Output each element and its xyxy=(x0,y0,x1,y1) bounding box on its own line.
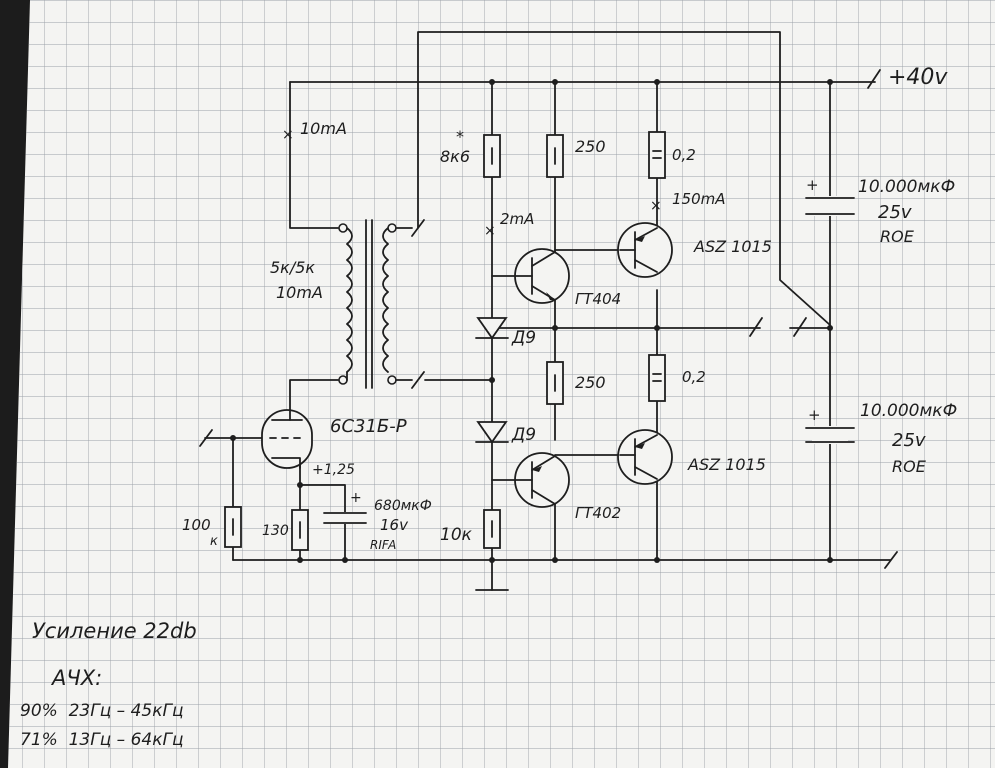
current-marks: × × × xyxy=(282,127,662,239)
freq-response-title: АЧХ: xyxy=(50,666,102,690)
diode-d9-bottom xyxy=(475,421,509,444)
freq-row-71: 71% 13Гц – 64кГц xyxy=(20,730,184,750)
cap-bot-type: ROE xyxy=(892,457,927,476)
r-130-label: 130 xyxy=(262,523,289,539)
cathode-voltage: +1,25 xyxy=(312,462,355,478)
resistor-0-2-top xyxy=(648,131,666,179)
r-250-bottom-label: 250 xyxy=(575,373,606,392)
capacitor-cathode-680uf xyxy=(323,512,367,524)
transistor-asz1015-top xyxy=(617,222,673,278)
current-10ma-top: 10mA xyxy=(300,119,347,138)
r-8k6-label: 8к6 xyxy=(440,147,470,166)
cap-cathode-voltage: 16v xyxy=(380,516,409,534)
freq-row-90: 90% 23Гц – 45кГц xyxy=(20,701,184,721)
component-labels: +40v * 8к6 10mA 2mA 250 0,2 150mA + 10.0… xyxy=(182,65,957,552)
resistor-130 xyxy=(291,509,309,551)
transistor-gt404 xyxy=(491,248,570,304)
r-8k6-mark: * xyxy=(456,127,464,146)
cap-bot-voltage: 25v xyxy=(892,430,926,451)
trafo-current: 10mA xyxy=(276,283,323,302)
trafo-ratio: 5к/5к xyxy=(270,258,315,277)
q-drv-top-label: ГТ404 xyxy=(575,290,621,308)
resistor-0-2-bottom xyxy=(648,354,666,402)
cap-cathode-type: RIFA xyxy=(370,538,396,552)
resistor-250-bottom xyxy=(546,361,564,405)
terminals xyxy=(199,69,898,569)
cap-cathode-plus: + xyxy=(350,490,362,506)
q-out-bottom-label: ASZ 1015 xyxy=(687,455,766,474)
r-02-bottom-label: 0,2 xyxy=(682,368,706,386)
tube-label: 6С31Б-Р xyxy=(330,416,407,437)
svg-text:×: × xyxy=(282,127,294,143)
capacitor-top-10000uf xyxy=(805,196,855,216)
svg-text:×: × xyxy=(650,198,662,214)
q-drv-bottom-label: ГТ402 xyxy=(575,504,621,522)
diode-2-label: Д9 xyxy=(511,425,536,445)
cap-top-value: 10.000мкФ xyxy=(858,177,955,197)
q-out-top-label: ASZ 1015 xyxy=(693,237,772,256)
junction-dots xyxy=(230,79,833,563)
cap-top-voltage: 25v xyxy=(878,202,912,223)
paper xyxy=(8,0,995,768)
r-02-top-label: 0,2 xyxy=(672,146,696,164)
gain-note: Усиление 22db xyxy=(32,619,197,643)
r-100k-value: 100 xyxy=(182,516,211,534)
current-150ma: 150mA xyxy=(672,190,726,208)
capacitor-bottom-10000uf xyxy=(805,426,855,444)
cap-bot-plus: + xyxy=(808,406,821,424)
svg-text:×: × xyxy=(484,223,496,239)
tube-6s31b xyxy=(261,409,313,469)
r-250-top-label: 250 xyxy=(575,137,606,156)
cap-bot-value: 10.000мкФ xyxy=(860,401,957,421)
r-100k-unit: к xyxy=(210,534,218,549)
current-2ma: 2mA xyxy=(500,210,534,228)
diode-d9-top xyxy=(475,317,509,340)
resistor-250-top xyxy=(546,134,564,178)
resistor-10k xyxy=(483,509,501,549)
cap-top-plus: + xyxy=(806,176,819,194)
resistor-8k6 xyxy=(483,134,501,178)
transistor-asz1015-bottom xyxy=(617,429,673,485)
cap-top-type: ROE xyxy=(880,227,915,246)
output-transformer xyxy=(338,219,413,389)
handwritten-notes: Усиление 22db АЧХ: 90% 23Гц – 45кГц 71% … xyxy=(20,619,197,750)
transistor-gt402 xyxy=(491,452,570,508)
cap-cathode-value: 680мкФ xyxy=(374,498,432,514)
r-10k-label: 10к xyxy=(440,525,473,545)
supply-label: +40v xyxy=(888,65,948,90)
resistor-100k xyxy=(224,506,242,548)
diode-1-label: Д9 xyxy=(511,328,536,348)
